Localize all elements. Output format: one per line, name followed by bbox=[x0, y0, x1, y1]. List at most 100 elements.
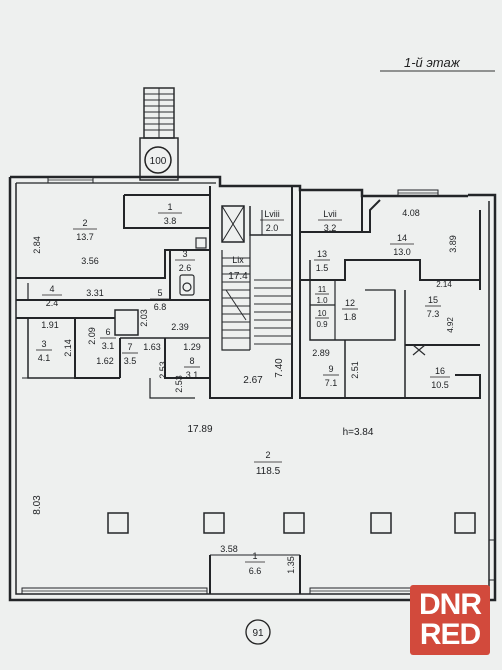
room-area: 7.3 bbox=[427, 309, 440, 319]
room-number: 3 bbox=[41, 339, 46, 349]
room-3-lower: 3 4.1 bbox=[36, 339, 52, 363]
dim-label: 2.51 bbox=[350, 361, 360, 379]
dim-label: 2.14 bbox=[436, 280, 452, 289]
room-number: 5 bbox=[157, 288, 162, 298]
watermark-line-2: RED bbox=[419, 618, 481, 651]
room-area: 13.0 bbox=[393, 247, 411, 257]
room-area: 3.2 bbox=[324, 223, 337, 233]
room-number: 4 bbox=[49, 284, 54, 294]
dim-label: 3.56 bbox=[81, 256, 99, 266]
dim-label: 2.84 bbox=[32, 236, 42, 254]
dim-label: 3.58 bbox=[220, 544, 238, 554]
room-area: 3.1 bbox=[186, 370, 199, 380]
room-number: 11 bbox=[318, 285, 327, 294]
room-area: 2.4 bbox=[46, 298, 59, 308]
dim-label: 4.92 bbox=[446, 317, 455, 333]
room-8: 8 3.1 bbox=[184, 356, 200, 380]
room-number: 2 bbox=[82, 218, 87, 228]
room-area: 0.9 bbox=[316, 320, 328, 329]
dim-label: 1.91 bbox=[41, 320, 59, 330]
dim-label: 7.40 bbox=[274, 358, 285, 378]
dim-label: 1.62 bbox=[96, 356, 114, 366]
room-number: 16 bbox=[435, 366, 445, 376]
room-area: 3.8 bbox=[164, 216, 177, 226]
dim-label: 8.03 bbox=[32, 495, 43, 515]
room-number: 7 bbox=[127, 342, 132, 352]
room-area: 10.5 bbox=[431, 380, 449, 390]
room-number: Lvii bbox=[323, 209, 337, 219]
room-number: 3 bbox=[182, 249, 187, 259]
dim-label: 2.14 bbox=[63, 339, 73, 357]
dimension-labels: 2.84 3.56 3.31 1.91 2.14 2.09 2.03 2.39 … bbox=[32, 208, 458, 574]
dim-label: 2.03 bbox=[139, 309, 149, 327]
dim-label: 3.89 bbox=[448, 235, 458, 253]
page-marker-label: 91 bbox=[252, 628, 264, 639]
room-14: 14 13.0 bbox=[390, 233, 414, 257]
dim-label: 1.29 bbox=[183, 342, 201, 352]
room-number: 13 bbox=[317, 249, 327, 259]
toilet-bowl-icon bbox=[182, 282, 192, 292]
room-number: 10 bbox=[318, 309, 327, 318]
room-area: 2.6 bbox=[179, 263, 192, 273]
columns bbox=[107, 512, 476, 534]
room-area: 6.8 bbox=[154, 302, 167, 312]
room-2-upper: 2 13.7 bbox=[73, 218, 97, 242]
room-10: 10 0.9 bbox=[315, 309, 329, 329]
dim-label: 3.31 bbox=[86, 288, 104, 298]
room-number: Lix bbox=[232, 255, 244, 265]
room-lix: Lix 17.4 bbox=[226, 255, 250, 282]
room-6: 6 3.1 bbox=[100, 327, 116, 351]
room-number: 14 bbox=[397, 233, 407, 243]
room-1-entry: 1 6.6 bbox=[245, 551, 265, 576]
room-area: 13.7 bbox=[76, 232, 94, 242]
cross-marker-icon bbox=[412, 344, 426, 356]
room-11: 11 1.0 bbox=[315, 285, 329, 305]
room-number: 1 bbox=[167, 202, 172, 212]
room-area: 2.0 bbox=[266, 223, 279, 233]
room-7: 7 3.5 bbox=[122, 342, 138, 366]
room-number: 12 bbox=[345, 298, 355, 308]
page-marker: 91 bbox=[245, 619, 271, 645]
room-3-upper: 3 2.6 bbox=[175, 249, 195, 273]
room-9: 9 7.1 bbox=[323, 364, 339, 388]
dim-label: 1.63 bbox=[143, 342, 161, 352]
room-lvii: Lvii 3.2 bbox=[318, 209, 342, 233]
room-area: 1.0 bbox=[316, 296, 328, 305]
floor-title-text: 1-й этаж bbox=[404, 55, 461, 70]
floor-title: 1-й этаж bbox=[380, 55, 495, 72]
room-15: 15 7.3 bbox=[425, 295, 441, 319]
room-1-upper: 1 3.8 bbox=[158, 202, 182, 226]
exterior-walls bbox=[8, 175, 497, 602]
dim-label: 2.39 bbox=[171, 322, 189, 332]
room-number: 6 bbox=[105, 327, 110, 337]
dim-label: 4.08 bbox=[402, 208, 420, 218]
fixtures bbox=[179, 237, 426, 356]
exterior-stair bbox=[139, 87, 179, 181]
room-number: 1 bbox=[252, 551, 257, 561]
room-number: 8 bbox=[189, 356, 194, 366]
room-number: 15 bbox=[428, 295, 438, 305]
room-2-hall: 2 118.5 bbox=[254, 450, 282, 477]
stair-marker-label: 100 bbox=[150, 156, 167, 167]
dim-label: 2.89 bbox=[312, 348, 330, 358]
room-lviii: Lviii 2.0 bbox=[260, 209, 284, 233]
room-area: 4.1 bbox=[38, 353, 51, 363]
room-area: 1.5 bbox=[316, 263, 329, 273]
dim-label: 2.09 bbox=[87, 327, 97, 345]
stair-marker: 100 bbox=[144, 146, 172, 174]
dim-label: h=3.84 bbox=[343, 427, 374, 438]
dim-label: 1.35 bbox=[286, 556, 296, 574]
room-number: Lviii bbox=[264, 209, 280, 219]
sink-icon bbox=[195, 237, 207, 249]
room-number: 9 bbox=[328, 364, 333, 374]
room-area: 3.1 bbox=[102, 341, 115, 351]
interior-walls bbox=[16, 186, 481, 594]
watermark-line-1: DNR bbox=[419, 588, 482, 621]
watermark-logo: DNR RED bbox=[410, 585, 490, 655]
room-4: 4 2.4 bbox=[42, 284, 62, 308]
dim-label: 2.53 bbox=[158, 361, 168, 379]
dim-label: 17.89 bbox=[187, 424, 212, 435]
room-5: 5 6.8 bbox=[150, 288, 170, 312]
room-area: 118.5 bbox=[256, 466, 281, 477]
room-labels: 2 13.7 1 3.8 3 2.6 4 2.4 5 6.8 3 4.1 bbox=[36, 202, 450, 576]
